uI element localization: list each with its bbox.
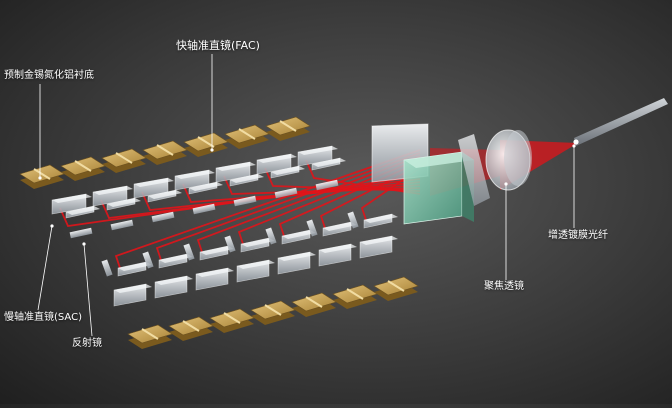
leader-fac-dot: [210, 148, 214, 152]
upper-fac-2-top: [93, 186, 133, 195]
lower-fac-4-top: [237, 260, 275, 269]
fiber-tip: [573, 139, 579, 145]
lower-mirror-4: [224, 235, 236, 253]
leader-lines: [37, 54, 576, 337]
label-submount: 预制金锡氮化铝衬底: [4, 70, 94, 81]
upper-sac-6-top: [271, 166, 305, 175]
upper-fac-3-top: [134, 178, 174, 187]
upper-fac-1-top: [52, 194, 92, 203]
mirrors: [69, 179, 359, 277]
lower-chip-3-emitter: [223, 312, 241, 324]
upper-mirror-4: [192, 203, 216, 215]
fiber: [574, 98, 668, 146]
lower-beam-6: [319, 164, 421, 229]
lower-beam-4: [237, 158, 421, 245]
upper-sac-5-top: [230, 174, 264, 183]
lower-mirror-5: [265, 227, 277, 245]
lower-beam-7: [360, 167, 421, 221]
upper-sac-4-top: [189, 182, 223, 191]
submount-chips: [19, 116, 419, 349]
upper-mirror-7: [315, 179, 339, 191]
upper-sac-3-top: [148, 190, 182, 199]
lower-sac-3-top: [200, 246, 234, 255]
lower-mirror-3: [183, 243, 195, 261]
leader-fiber-dot: [572, 144, 576, 148]
label-focus-lens: 聚焦透镜: [484, 281, 524, 292]
upper-fac-6-top: [257, 154, 297, 163]
lower-fac-3-top: [196, 268, 234, 277]
label-mirror: 反射镜: [72, 338, 102, 349]
label-fac: 快轴准直镜(FAC): [176, 39, 260, 52]
upper-chip-7-emitter: [279, 120, 297, 132]
upper-sac-7-top: [312, 158, 346, 167]
upper-chip-3-emitter: [115, 152, 133, 164]
lower-sac-5-top: [282, 230, 316, 239]
lower-mirror-7: [347, 211, 359, 229]
lower-mirror-6: [306, 219, 318, 237]
leader-sac: [37, 225, 53, 311]
prism-top: [404, 152, 474, 168]
lower-sac-4-top: [241, 238, 275, 247]
label-sac: 慢轴准直镜(SAC): [4, 312, 82, 323]
lower-fac-7-top: [360, 236, 398, 245]
leader-focus-lens-dot: [504, 182, 508, 186]
upper-mirror-2: [110, 219, 134, 231]
lower-beam-5: [278, 161, 421, 237]
upper-chip-6-emitter: [238, 128, 256, 140]
lower-chip-5-emitter: [305, 296, 323, 308]
upper-mirror-1: [69, 227, 93, 239]
upper-chip-1-emitter: [33, 168, 51, 180]
lower-fac-5-top: [278, 252, 316, 261]
leader-sac-dot: [50, 224, 54, 228]
lower-chip-2-emitter: [182, 320, 200, 332]
lower-sac-1-top: [118, 262, 152, 271]
upper-chip-2-emitter: [74, 160, 92, 172]
lower-chip-6-emitter: [346, 288, 364, 300]
lower-sac-2-top: [159, 254, 193, 263]
upper-mirror-6: [274, 187, 298, 199]
upper-chip-4-emitter: [156, 144, 174, 156]
upper-fac-4-top: [175, 170, 215, 179]
upper-chip-5-emitter: [197, 136, 215, 148]
leader-mirror-dot: [82, 242, 86, 246]
lower-chip-1-emitter: [141, 328, 159, 340]
lower-fac-2-top: [155, 276, 193, 285]
upper-sac-1-top: [66, 206, 100, 215]
sac-lenses: [65, 157, 398, 277]
upper-beam-1: [59, 175, 421, 227]
leader-submount-dot: [38, 176, 42, 180]
upper-fac-7-top: [298, 146, 338, 155]
lower-chip-4-emitter: [264, 304, 282, 316]
upper-mirror-3: [151, 211, 175, 223]
leader-mirror: [83, 243, 93, 337]
lower-mirror-2: [142, 251, 154, 269]
lower-chip-7-emitter: [387, 280, 405, 292]
focus-lens-edge: [504, 130, 532, 186]
lower-fac-1-top: [114, 284, 152, 293]
upper-sac-2-top: [107, 198, 141, 207]
lower-beam-3: [196, 155, 421, 253]
upper-mirror-5: [233, 195, 257, 207]
waveplate: [458, 134, 490, 206]
focus-optics: [485, 98, 668, 191]
lower-sac-6-top: [323, 222, 357, 231]
beam-combiner: [371, 123, 490, 225]
label-fiber: 增透镀膜光纤: [548, 230, 608, 241]
fac-lenses: [51, 145, 398, 307]
upper-beam-7: [305, 159, 421, 195]
upper-fac-5-top: [216, 162, 256, 171]
lower-sac-7-top: [364, 214, 398, 223]
lower-fac-6-top: [319, 244, 357, 253]
lower-mirror-1: [101, 259, 113, 277]
